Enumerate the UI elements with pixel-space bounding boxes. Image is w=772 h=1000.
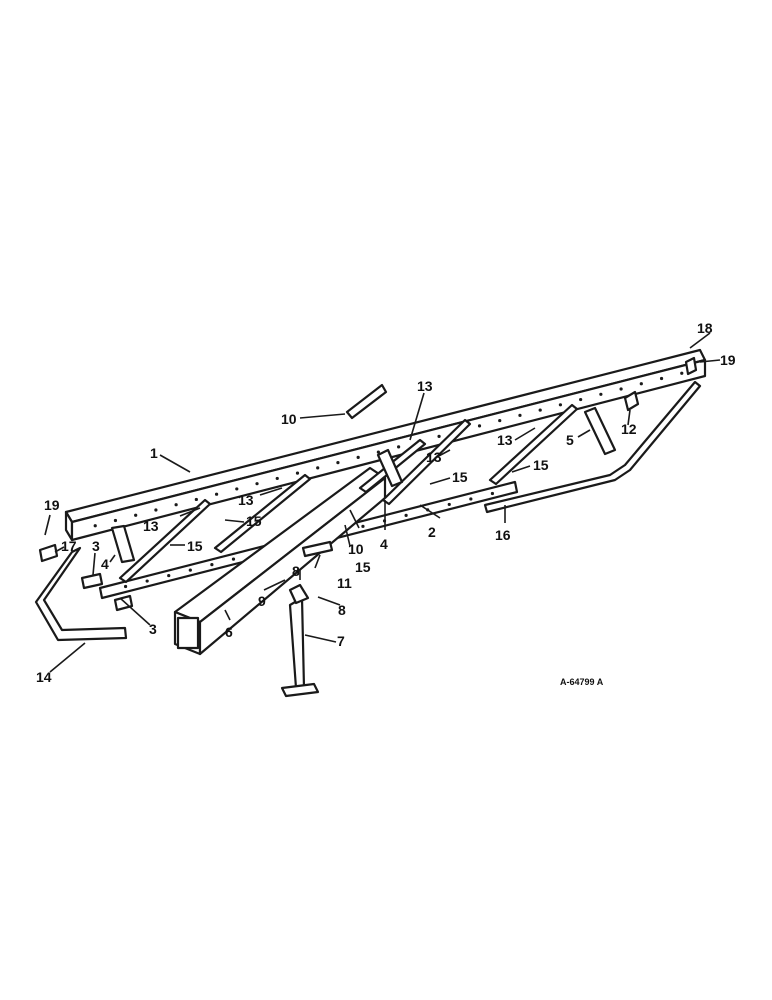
label-part-11: 11: [337, 575, 352, 591]
label-part-10: 10: [348, 541, 364, 557]
leader-lines: [44, 332, 721, 673]
mounting-hole: [295, 471, 300, 475]
mounting-hole: [316, 466, 320, 470]
label-part-18: 18: [697, 320, 713, 336]
label-part-16: 16: [495, 527, 511, 543]
label-part-13: 13: [497, 432, 513, 448]
label-part-4: 4: [380, 536, 388, 552]
label-part-17: 17: [61, 538, 77, 554]
mounting-hole: [93, 524, 97, 528]
label-part-2: 2: [428, 524, 436, 540]
mounting-hole: [123, 584, 128, 589]
label-part-1: 1: [150, 445, 158, 461]
label-part-7: 7: [337, 633, 345, 649]
mounting-hole: [437, 434, 441, 438]
mounting-hole: [194, 497, 198, 502]
label-part-13: 13: [238, 492, 254, 508]
mounting-hole: [477, 424, 482, 428]
mounting-hole: [599, 392, 603, 396]
mounting-hole: [154, 508, 158, 512]
mounting-hole: [490, 491, 495, 496]
small-parts: [38, 356, 698, 612]
label-part-14: 14: [36, 669, 52, 685]
mounting-hole: [235, 487, 239, 491]
mounting-hole: [145, 579, 149, 583]
mounting-hole: [659, 376, 664, 381]
label-part-13: 13: [417, 378, 433, 394]
label-part-19: 19: [720, 352, 736, 368]
mounting-hole: [275, 476, 279, 481]
mounting-hole: [336, 461, 340, 465]
mounting-hole: [404, 513, 408, 517]
bent-bar-right: [483, 380, 702, 514]
mounting-hole: [113, 518, 118, 523]
mounting-hole: [558, 403, 563, 407]
label-part-13: 13: [143, 518, 159, 534]
mounting-hole: [579, 397, 583, 402]
label-part-5: 5: [566, 432, 574, 448]
mounting-hole: [498, 418, 502, 423]
mounting-hole: [538, 408, 542, 412]
mounting-hole: [231, 557, 236, 561]
label-part-15: 15: [246, 513, 262, 529]
label-part-12: 12: [621, 421, 637, 437]
label-part-3: 3: [92, 538, 100, 554]
center-tongue: [173, 466, 387, 656]
bent-bar-left: [34, 546, 128, 642]
mounting-hole: [214, 492, 219, 496]
mounting-hole: [397, 445, 401, 449]
mounting-hole: [469, 497, 473, 501]
mounting-hole: [639, 382, 643, 386]
mounting-hole: [518, 413, 522, 417]
mounting-hole: [167, 573, 171, 578]
label-part-15: 15: [452, 469, 468, 485]
mounting-hole: [188, 568, 192, 572]
label-part-15: 15: [355, 559, 371, 575]
label-part-15: 15: [187, 538, 203, 554]
mounting-hole: [174, 503, 178, 507]
label-part-6: 6: [225, 624, 233, 640]
jack-stand: [280, 583, 320, 698]
label-part-8: 8: [292, 563, 300, 579]
mounting-hole: [356, 455, 360, 459]
part-labels: 1 2 3 3 4 4 5 6 7 8 8 9 10 10 11 12 13 1…: [36, 320, 736, 687]
label-part-3: 3: [149, 621, 157, 637]
mounting-hole: [255, 482, 259, 486]
mounting-hole: [447, 502, 451, 507]
mounting-hole: [134, 513, 138, 517]
label-part-13: 13: [426, 449, 442, 465]
label-part-15: 15: [533, 457, 549, 473]
mounting-hole: [361, 524, 365, 528]
mounting-hole: [619, 387, 623, 391]
label-part-8: 8: [338, 602, 346, 618]
mounting-hole: [680, 371, 684, 375]
diagonal-braces: [118, 403, 579, 584]
label-part-19: 19: [44, 497, 60, 513]
drawing-code: A-64799 A: [560, 677, 604, 687]
mounting-hole: [210, 563, 214, 567]
mounting-hole: [376, 450, 380, 454]
label-part-9: 9: [258, 593, 266, 609]
label-part-10: 10: [281, 411, 297, 427]
label-part-4: 4: [101, 556, 109, 572]
